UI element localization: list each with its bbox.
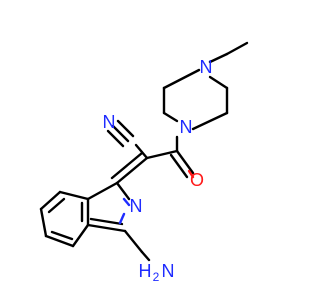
isoindole-ring-top bbox=[86, 181, 119, 201]
piperazine-bottom-nitrogen-label: N bbox=[180, 117, 193, 137]
ethyl-terminal-bond bbox=[225, 41, 249, 56]
amino-subscript-label: 2 bbox=[153, 270, 160, 284]
isoindole-ring-c3-double bbox=[89, 217, 124, 226]
piperazine-bond-top-right bbox=[208, 75, 229, 90]
exocyclic-double-bond-b bbox=[110, 151, 144, 180]
ring-nitrogen-bond-1 bbox=[122, 197, 131, 207]
piperazine-bond-bottom-right bbox=[191, 111, 229, 131]
piperazine-bond-bottom-left bbox=[162, 111, 179, 123]
atom-labels: N N N O N H 2 N bbox=[103, 57, 213, 284]
piperazine-top-nitrogen-label: N bbox=[200, 57, 213, 77]
amino-nitrogen-label: H bbox=[139, 261, 152, 281]
exocyclic-double-bond-a bbox=[115, 156, 149, 185]
isoindole-ring-c3-bond bbox=[86, 223, 127, 233]
carbonyl-oxygen-label: O bbox=[190, 170, 204, 190]
ring-nitrogen-bond-2 bbox=[118, 212, 126, 225]
bonds bbox=[39, 41, 249, 262]
isoindole-ring-right bbox=[115, 181, 131, 201]
benzene-inner-2 bbox=[50, 230, 74, 241]
nitrile-nitrogen-label: N bbox=[103, 112, 116, 132]
benzene-inner-1 bbox=[47, 197, 66, 214]
nitrile-triple-2 bbox=[106, 129, 125, 148]
benzene-bond-4 bbox=[44, 234, 75, 248]
benzene-bond-3 bbox=[39, 207, 48, 238]
nitrile-triple-3 bbox=[116, 119, 135, 138]
nitrile-carbon-bond bbox=[134, 143, 149, 160]
molecule-svg: N N N O N H 2 N bbox=[39, 41, 249, 284]
amino-group-label: H 2 N bbox=[139, 261, 175, 284]
structure-canvas: N N N O N H 2 N bbox=[39, 41, 249, 285]
acyl-to-central-bond bbox=[145, 149, 179, 160]
ring-nitrogen-label: N bbox=[130, 196, 143, 216]
benzene-bond-1 bbox=[58, 190, 90, 201]
amino-n-label: N bbox=[162, 261, 175, 281]
carbonyl-double-bond-a bbox=[175, 149, 195, 175]
amino-nitrogen-bond bbox=[140, 250, 151, 262]
oxygen-highlight bbox=[187, 169, 195, 179]
ethyl-link-bond bbox=[208, 52, 229, 64]
carbonyl-double-bond-b bbox=[169, 153, 189, 179]
piperazine-bond-top-left bbox=[162, 68, 201, 90]
benzene-bond-5 bbox=[71, 223, 90, 248]
nitrile-triple-1 bbox=[111, 124, 130, 143]
amino-carbon-bond bbox=[123, 229, 144, 254]
benzene-bond-2 bbox=[39, 190, 62, 211]
